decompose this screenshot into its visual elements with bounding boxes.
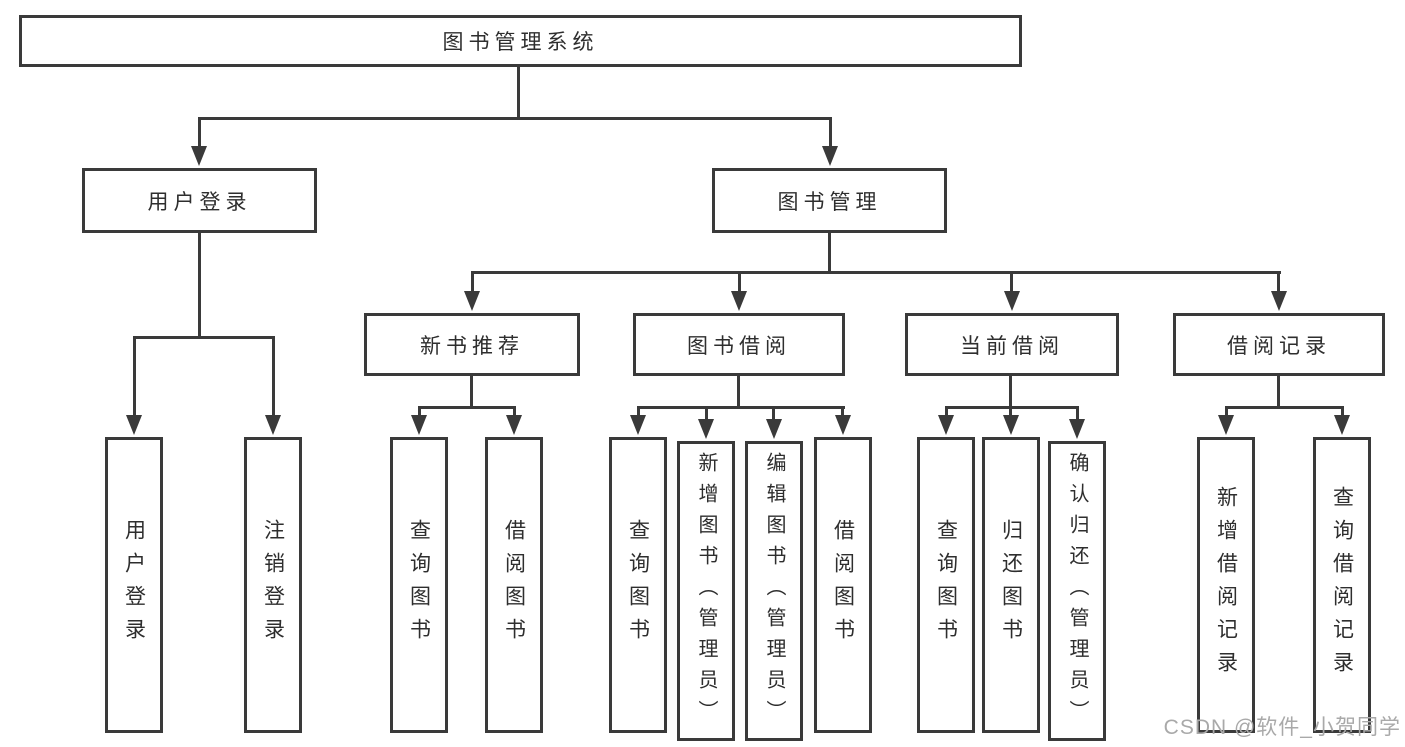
leaf-confirm-return-admin: 确认归还（管理员） [1048,441,1106,741]
leaf-logout: 注销登录 [244,437,302,733]
arrow-down-icon [630,415,646,435]
line [133,336,136,417]
node-book-management: 图书管理 [712,168,947,233]
leaf-return-books: 归还图书 [982,437,1040,733]
leaf-add-borrow-record: 新增借阅记录 [1197,437,1255,733]
line [198,233,201,337]
arrow-down-icon [1218,415,1234,435]
line [705,406,708,421]
line [1010,271,1013,293]
line [1225,406,1344,409]
arrow-down-icon [1003,415,1019,435]
leaf-add-books-admin: 新增图书（管理员） [677,441,735,741]
arrow-down-icon [698,419,714,439]
line [841,406,844,417]
node-borrowing-records: 借阅记录 [1173,313,1385,376]
node-book-borrowing: 图书借阅 [633,313,845,376]
line [470,376,473,407]
line [829,117,832,148]
line [772,406,775,421]
line [945,406,948,417]
line [1076,406,1079,421]
line [198,117,832,120]
arrow-down-icon [126,415,142,435]
line [945,406,1079,409]
leaf-query-books-current: 查询图书 [917,437,975,733]
line [737,376,740,407]
arrow-down-icon [1004,291,1020,311]
line [637,406,640,417]
arrow-down-icon [822,146,838,166]
line [418,406,421,417]
arrow-down-icon [191,146,207,166]
node-current-borrowing: 当前借阅 [905,313,1119,376]
line [471,271,474,293]
arrow-down-icon [411,415,427,435]
line [1277,376,1280,407]
line [272,336,275,417]
arrow-down-icon [506,415,522,435]
line [1009,406,1012,417]
line [1225,406,1228,417]
line [637,406,845,409]
arrow-down-icon [835,415,851,435]
leaf-borrow-books: 借阅图书 [814,437,872,733]
leaf-query-borrow-record: 查询借阅记录 [1313,437,1371,733]
arrow-down-icon [766,419,782,439]
leaf-user-login: 用户登录 [105,437,163,733]
node-root-book-management-system: 图书管理系统 [19,15,1022,67]
arrow-down-icon [731,291,747,311]
arrow-down-icon [938,415,954,435]
line [198,117,201,148]
line [133,336,275,339]
leaf-query-books-borrowing: 查询图书 [609,437,667,733]
arrow-down-icon [1271,291,1287,311]
arrow-down-icon [265,415,281,435]
line [513,406,516,417]
arrow-down-icon [1069,419,1085,439]
line [1009,376,1012,407]
arrow-down-icon [464,291,480,311]
node-new-book-recommendation: 新书推荐 [364,313,580,376]
leaf-edit-books-admin: 编辑图书（管理员） [745,441,803,741]
arrow-down-icon [1334,415,1350,435]
line [1341,406,1344,417]
line [418,406,516,409]
leaf-query-books-recommend: 查询图书 [390,437,448,733]
line [1277,271,1280,293]
line [828,233,831,273]
line [471,271,1281,274]
node-user-login: 用户登录 [82,168,317,233]
line [517,67,520,119]
leaf-borrow-books-recommend: 借阅图书 [485,437,543,733]
line [738,271,741,293]
csdn-watermark: CSDN @软件_小贺同学 [1163,716,1401,739]
